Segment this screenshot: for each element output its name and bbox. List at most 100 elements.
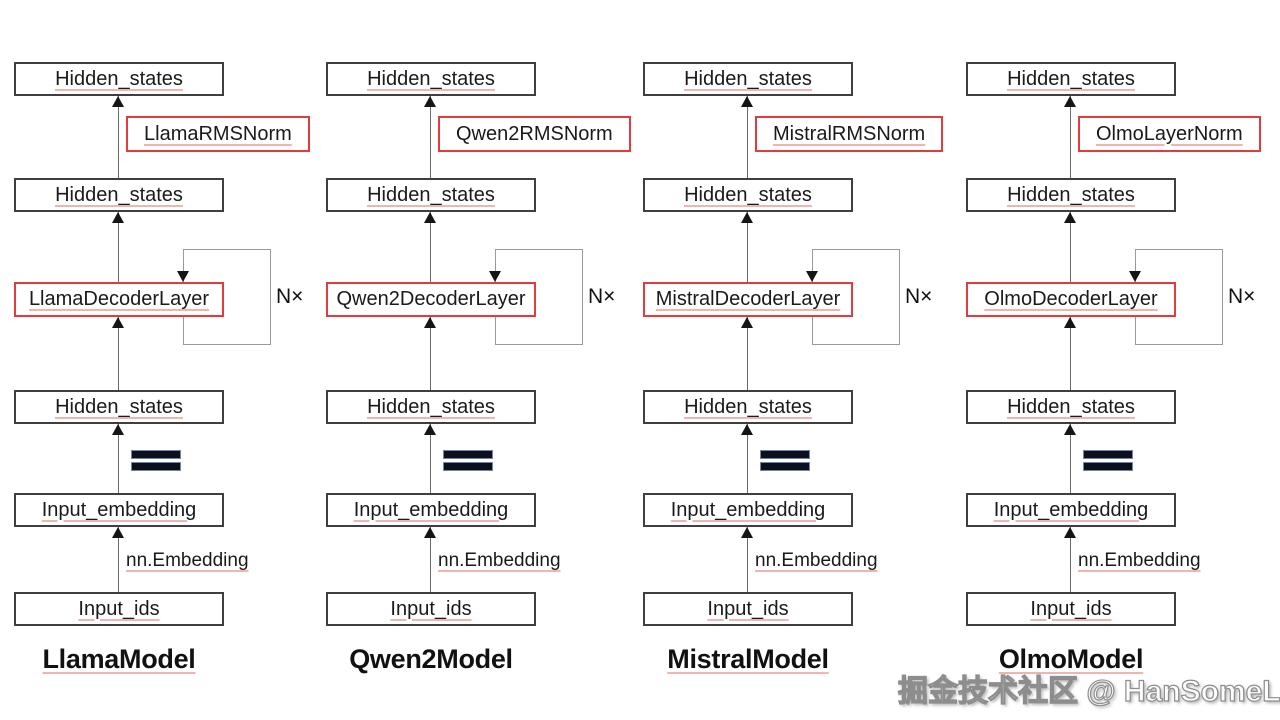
model-title: MistralModel bbox=[667, 644, 829, 674]
input-ids-label: Input_ids bbox=[390, 597, 472, 620]
loop-count-label: N× bbox=[276, 285, 304, 308]
loop-arrow-down-icon bbox=[806, 271, 818, 282]
hidden-states-output-box: Hidden_states bbox=[966, 62, 1176, 96]
arrow-line bbox=[1070, 424, 1071, 493]
decoder-layer-box: Qwen2DecoderLayer bbox=[326, 282, 536, 317]
arrow-line bbox=[118, 527, 119, 592]
embedding-fn-label: nn.Embedding bbox=[1078, 550, 1201, 571]
embedding-fn-label: nn.Embedding bbox=[438, 550, 561, 571]
arrow-line bbox=[118, 96, 119, 178]
norm-box: OlmoLayerNorm bbox=[1078, 116, 1261, 152]
arrow-line bbox=[118, 212, 119, 282]
loop-count-label: N× bbox=[1228, 285, 1256, 308]
hidden-states-box: Hidden_states bbox=[14, 178, 224, 212]
norm-box: MistralRMSNorm bbox=[755, 116, 944, 152]
norm-label: Qwen2RMSNorm bbox=[456, 122, 613, 145]
arrow-up-icon bbox=[741, 527, 753, 538]
arrow-up-icon bbox=[424, 317, 436, 328]
decoder-layer-box: MistralDecoderLayer bbox=[643, 282, 853, 317]
arrow-up-icon bbox=[1064, 96, 1076, 107]
arrow-line bbox=[430, 317, 431, 390]
norm-label: LlamaRMSNorm bbox=[144, 122, 292, 145]
input-ids-box: Input_ids bbox=[643, 592, 853, 626]
input-ids-label: Input_ids bbox=[78, 597, 160, 620]
decoder-layer-label: Qwen2DecoderLayer bbox=[336, 288, 526, 310]
loop-arrow-down-icon bbox=[177, 271, 189, 282]
equals-icon bbox=[131, 450, 181, 474]
arrow-up-icon bbox=[424, 96, 436, 107]
embedding-fn-label: nn.Embedding bbox=[755, 550, 878, 571]
arrow-up-icon bbox=[741, 317, 753, 328]
arrow-up-icon bbox=[112, 212, 124, 223]
hidden-states-box: Hidden_states bbox=[643, 390, 853, 424]
arrow-up-icon bbox=[112, 424, 124, 435]
input-embedding-label: Input_embedding bbox=[353, 498, 509, 521]
hidden-states-label: Hidden_states bbox=[55, 183, 183, 206]
hidden-states-label: Hidden_states bbox=[367, 183, 495, 206]
input-embedding-box: Input_embedding bbox=[326, 493, 536, 527]
arrow-up-icon bbox=[424, 212, 436, 223]
model-column-mistral: Hidden_states MistralRMSNorm Hidden_stat… bbox=[643, 0, 944, 720]
arrow-up-icon bbox=[424, 527, 436, 538]
arrow-line bbox=[118, 317, 119, 390]
model-title: Qwen2Model bbox=[349, 644, 513, 674]
norm-label: OlmoLayerNorm bbox=[1096, 122, 1243, 145]
model-column-llama: Hidden_states LlamaRMSNorm Hidden_states… bbox=[14, 0, 310, 720]
arrow-line bbox=[1070, 317, 1071, 390]
input-ids-box: Input_ids bbox=[14, 592, 224, 626]
equals-icon bbox=[1083, 450, 1133, 474]
hidden-states-label: Hidden_states bbox=[1007, 395, 1135, 418]
hidden-states-box: Hidden_states bbox=[326, 178, 536, 212]
arrow-line bbox=[747, 424, 748, 493]
arrow-line bbox=[430, 96, 431, 178]
model-title: LlamaModel bbox=[42, 644, 196, 674]
arrow-up-icon bbox=[1064, 317, 1076, 328]
input-embedding-box: Input_embedding bbox=[966, 493, 1176, 527]
arrow-line bbox=[747, 317, 748, 390]
loop-count-label: N× bbox=[588, 285, 616, 308]
input-embedding-label: Input_embedding bbox=[993, 498, 1149, 521]
input-ids-box: Input_ids bbox=[966, 592, 1176, 626]
arrow-up-icon bbox=[1064, 212, 1076, 223]
hidden-states-label: Hidden_states bbox=[684, 67, 812, 90]
input-embedding-box: Input_embedding bbox=[14, 493, 224, 527]
arrow-up-icon bbox=[112, 317, 124, 328]
hidden-states-box: Hidden_states bbox=[643, 178, 853, 212]
input-embedding-label: Input_embedding bbox=[41, 498, 197, 521]
arrow-line bbox=[430, 424, 431, 493]
arrow-up-icon bbox=[112, 96, 124, 107]
arrow-up-icon bbox=[1064, 527, 1076, 538]
norm-box: LlamaRMSNorm bbox=[126, 116, 310, 152]
hidden-states-box: Hidden_states bbox=[14, 390, 224, 424]
decoder-layer-label: LlamaDecoderLayer bbox=[28, 288, 210, 310]
model-title: OlmoModel bbox=[998, 644, 1144, 674]
arrow-line bbox=[1070, 527, 1071, 592]
decoder-layer-label: MistralDecoderLayer bbox=[655, 288, 841, 310]
hidden-states-box: Hidden_states bbox=[326, 390, 536, 424]
loop-count-label: N× bbox=[905, 285, 933, 308]
input-embedding-label: Input_embedding bbox=[670, 498, 826, 521]
arrow-line bbox=[1070, 96, 1071, 178]
hidden-states-label: Hidden_states bbox=[684, 183, 812, 206]
loop-arrow-down-icon bbox=[489, 271, 501, 282]
arrow-up-icon bbox=[741, 212, 753, 223]
hidden-states-box: Hidden_states bbox=[966, 178, 1176, 212]
hidden-states-label: Hidden_states bbox=[367, 67, 495, 90]
loop-arrow-down-icon bbox=[1129, 271, 1141, 282]
hidden-states-output-box: Hidden_states bbox=[14, 62, 224, 96]
hidden-states-label: Hidden_states bbox=[367, 395, 495, 418]
hidden-states-label: Hidden_states bbox=[1007, 67, 1135, 90]
hidden-states-output-box: Hidden_states bbox=[643, 62, 853, 96]
arrow-line bbox=[1070, 212, 1071, 282]
arrow-up-icon bbox=[424, 424, 436, 435]
hidden-states-output-box: Hidden_states bbox=[326, 62, 536, 96]
decoder-layer-label: OlmoDecoderLayer bbox=[984, 288, 1158, 310]
model-column-qwen2: Hidden_states Qwen2RMSNorm Hidden_states… bbox=[326, 0, 631, 720]
arrow-up-icon bbox=[1064, 424, 1076, 435]
arrow-up-icon bbox=[741, 424, 753, 435]
watermark: 掘金技术社区 @ HanSomeLing bbox=[897, 674, 1280, 708]
input-ids-box: Input_ids bbox=[326, 592, 536, 626]
embedding-fn-label: nn.Embedding bbox=[126, 550, 249, 571]
hidden-states-box: Hidden_states bbox=[966, 390, 1176, 424]
